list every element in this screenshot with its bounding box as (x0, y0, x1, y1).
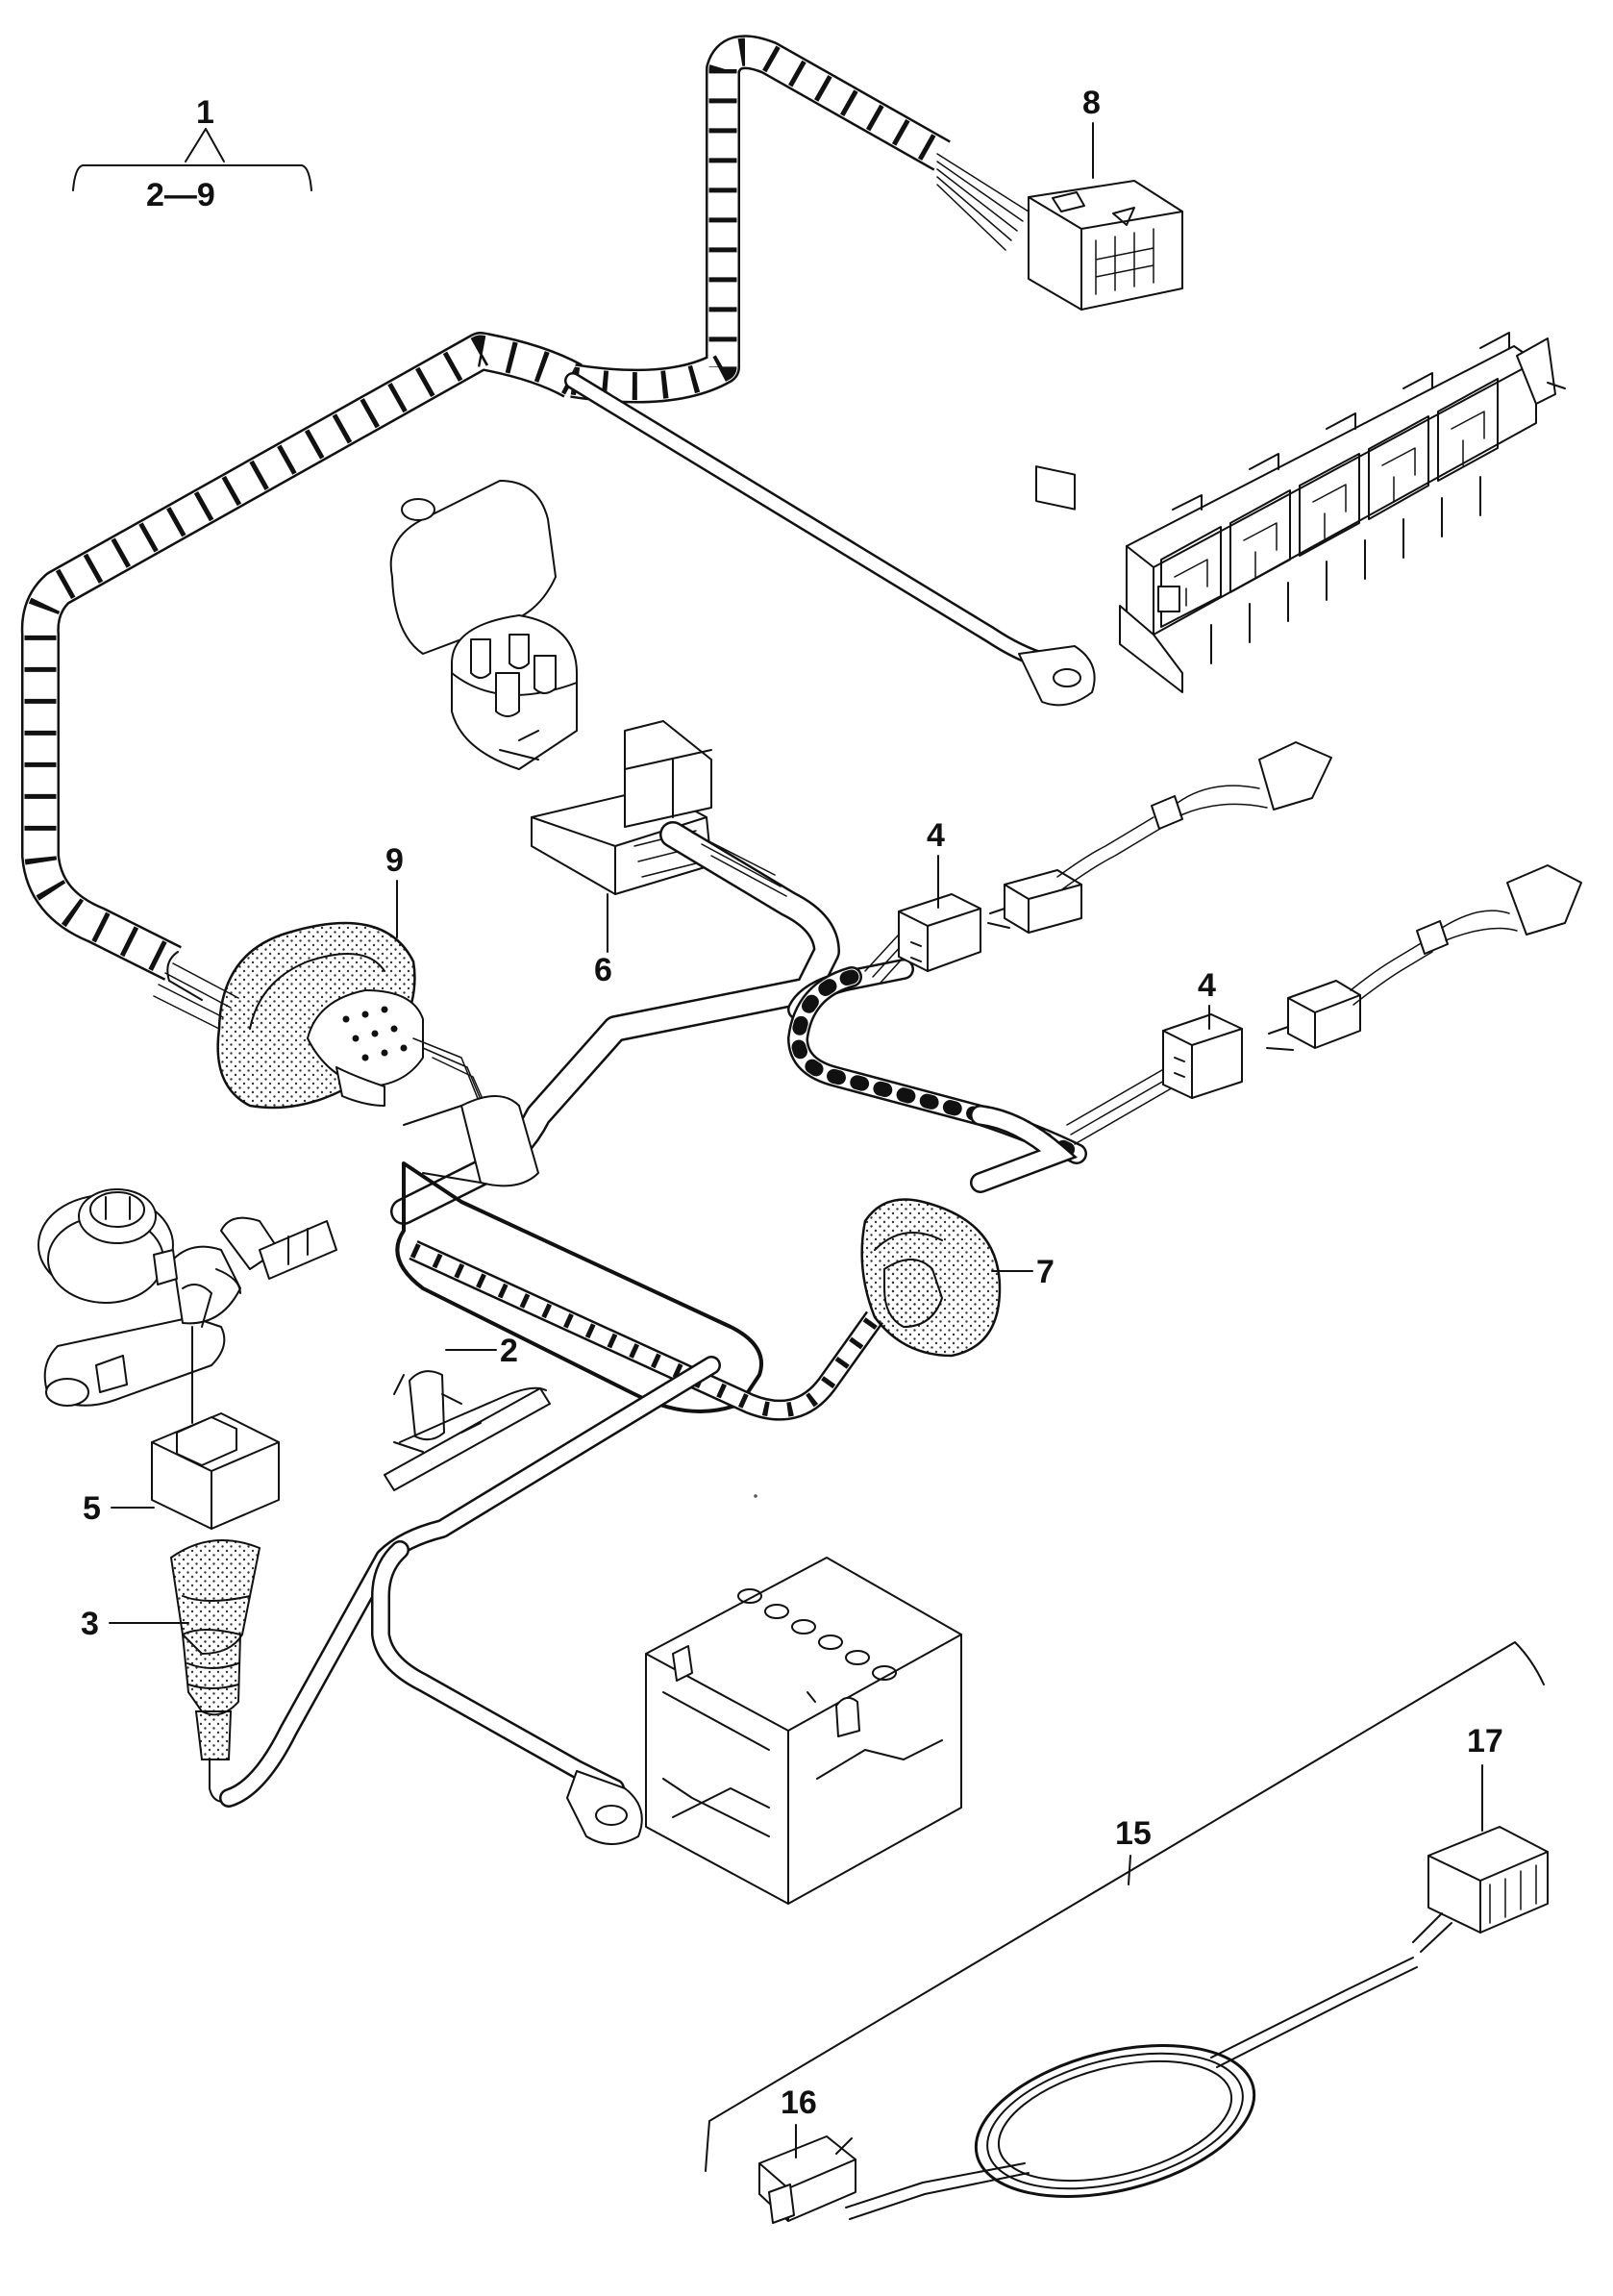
callout-3-label: 3 (81, 1606, 99, 1642)
callout-4-lower-label: 4 (1198, 967, 1216, 1004)
callout-1-range-label: 2—9 (146, 177, 215, 213)
connector-8 (1028, 180, 1183, 511)
callout-1-group: 1 2—9 (72, 94, 312, 213)
sensor-pipe-3 (169, 1539, 261, 1804)
relay-panel (1119, 332, 1566, 693)
battery-ground-cable (371, 1540, 625, 1798)
callout-15-label: 15 (1115, 1815, 1152, 1852)
grommet-7 (860, 1198, 1002, 1358)
lower-harness-loop (395, 1161, 763, 1413)
sensor-branch-lower (786, 864, 1582, 1193)
connector-9-wires-in (153, 962, 239, 1030)
callout-15-bracket (705, 1641, 1545, 2172)
clip-2 (384, 1370, 551, 1491)
callout-2-label: 2 (500, 1333, 518, 1369)
callout-1-bracket (72, 164, 312, 191)
ground-eyelet-lower (566, 1770, 643, 1845)
callout-15-group: 15 (705, 1641, 1545, 2172)
callout-5-label: 5 (83, 1490, 101, 1527)
connector-6-wires (691, 832, 787, 897)
connector-5 (151, 1326, 280, 1530)
callout-8-label: 8 (1082, 85, 1101, 121)
stray-mark (754, 1494, 757, 1498)
main-wiring-harness (20, 35, 1055, 981)
distributor (389, 480, 578, 770)
callout-17-label: 17 (1467, 1723, 1503, 1759)
harness-sleeve (460, 1095, 539, 1187)
sensor-branch-upper (787, 741, 1332, 1020)
callout-1-label: 1 (196, 94, 214, 131)
callout-4-upper-label: 4 (927, 817, 945, 854)
connector-8-wires (936, 153, 1030, 251)
connector-16 (758, 2135, 856, 2224)
callout-16-label: 16 (781, 2084, 817, 2121)
valve-assembly (37, 1188, 337, 1407)
connector-9 (216, 921, 424, 1110)
connector-6 (531, 720, 712, 895)
connector-17 (1412, 1826, 1549, 1953)
callout-1-leader (185, 128, 225, 162)
ground-eyelet-upper (1018, 645, 1096, 707)
battery (645, 1557, 962, 1905)
callout-7-label: 7 (1036, 1254, 1055, 1290)
callout-15-leader (1128, 1855, 1131, 1885)
coiled-cable (845, 1957, 1418, 2220)
callout-9-label: 9 (385, 842, 404, 879)
callout-6-label: 6 (594, 952, 612, 988)
